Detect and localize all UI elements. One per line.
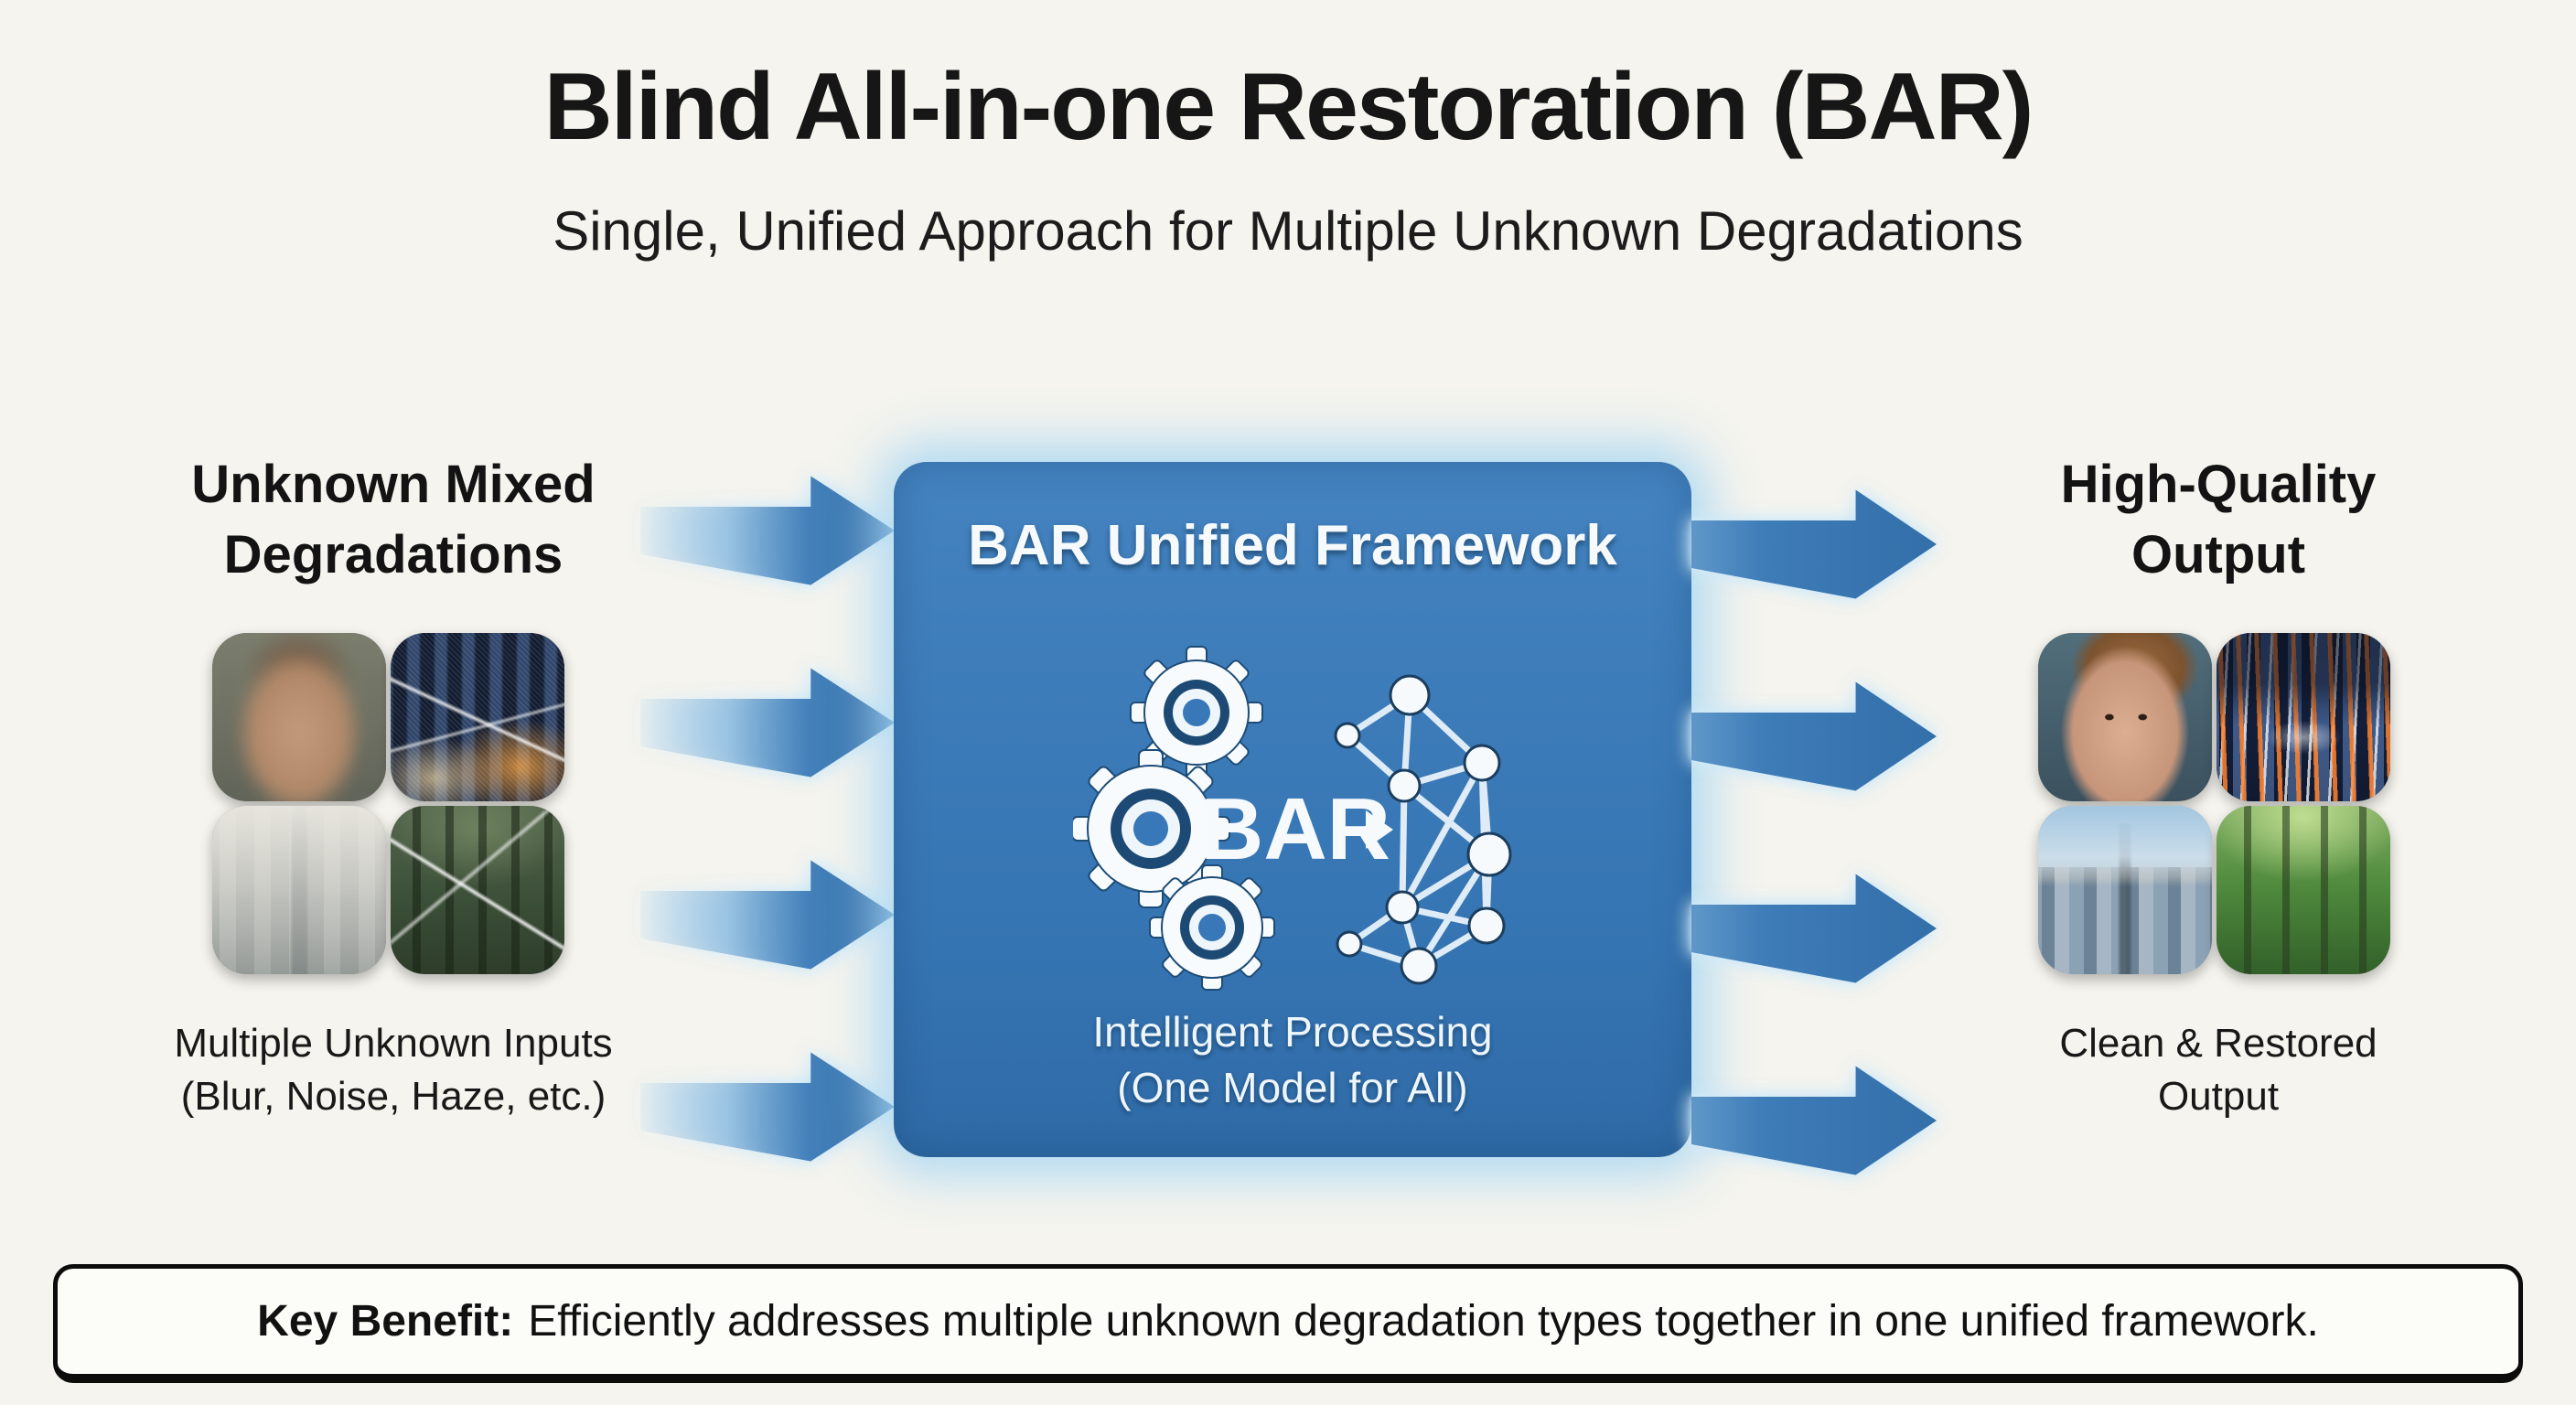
- input-arrow-2: [640, 666, 895, 779]
- framework-caption-line2: (One Model for All): [1117, 1064, 1468, 1112]
- blurred-face-image: [212, 633, 386, 801]
- key-benefit-label: Key Benefit:: [257, 1297, 514, 1346]
- left-caption-line2: (Blur, Noise, Haze, etc.): [180, 1074, 606, 1120]
- right-heading-line1: High-Quality: [2060, 455, 2377, 514]
- right-caption-line1: Clean & Restored: [2059, 1021, 2377, 1066]
- degraded-input-collage: [212, 633, 564, 974]
- restored-forest-image: [2216, 806, 2390, 974]
- gear-icon-bottom: [1149, 864, 1275, 991]
- bar-logo-text: BAR: [1200, 780, 1390, 878]
- scratched-forest-image: [391, 806, 564, 974]
- bar-framework-box: BAR Unified Framework: [894, 462, 1691, 1157]
- output-arrow-2: [1691, 680, 1937, 793]
- output-arrow-4: [1691, 1064, 1937, 1177]
- key-benefit-bar: Key Benefit: Efficiently addresses multi…: [53, 1264, 2523, 1383]
- left-caption-line1: Multiple Unknown Inputs: [174, 1021, 613, 1066]
- page-title: Blind All-in-one Restoration (BAR): [543, 54, 2034, 160]
- restored-night-street-image: [2216, 633, 2390, 801]
- left-heading-line2: Degradations: [223, 524, 564, 585]
- framework-caption: Intelligent Processing (One Model for Al…: [894, 1004, 1691, 1117]
- output-arrow-1: [1691, 488, 1937, 601]
- right-caption-line2: Output: [2157, 1074, 2280, 1120]
- left-heading: Unknown Mixed Degradations: [110, 450, 677, 590]
- input-arrow-4: [640, 1050, 895, 1164]
- input-arrow-1: [640, 474, 895, 587]
- hazy-skyline-image: [212, 806, 386, 974]
- input-arrow-3: [640, 858, 895, 971]
- connector-wedge-icon: [1366, 810, 1393, 849]
- left-caption: Multiple Unknown Inputs (Blur, Noise, Ha…: [73, 1017, 714, 1123]
- restored-skyline-image: [2038, 806, 2212, 974]
- key-benefit-text: Efficiently addresses multiple unknown d…: [528, 1297, 2319, 1346]
- noisy-night-city-image: [391, 633, 564, 801]
- framework-caption-line1: Intelligent Processing: [1092, 1007, 1493, 1056]
- right-heading-line2: Output: [2131, 524, 2306, 585]
- right-heading: High-Quality Output: [1939, 450, 2497, 590]
- left-heading-line1: Unknown Mixed: [191, 455, 596, 514]
- restored-output-collage: [2038, 633, 2390, 974]
- gears-neural-network-icon: BAR: [1073, 646, 1512, 991]
- neural-network-nodes: [1334, 674, 1512, 985]
- framework-title: BAR Unified Framework: [968, 514, 1617, 577]
- output-arrow-3: [1691, 872, 1937, 985]
- restored-face-image: [2038, 633, 2212, 801]
- right-caption: Clean & Restored Output: [1939, 1017, 2497, 1123]
- page-subtitle: Single, Unified Approach for Multiple Un…: [553, 200, 2023, 262]
